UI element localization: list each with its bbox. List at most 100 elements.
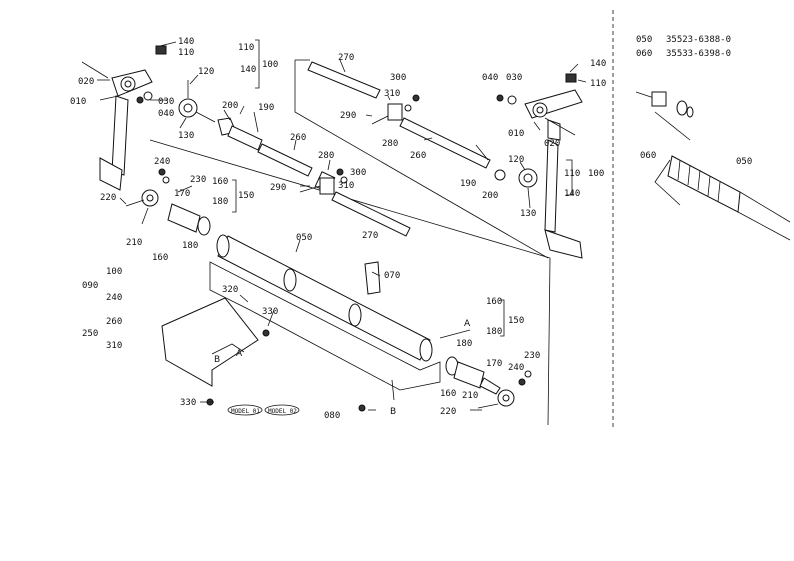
callout: 140: [590, 59, 606, 69]
washer-310-upper: [404, 104, 412, 112]
callout: 270: [338, 53, 354, 63]
boot-160-left: [167, 203, 211, 236]
frame-line: [294, 60, 549, 259]
callout: 210: [126, 238, 142, 248]
callout: 120: [508, 155, 524, 165]
callout: 010: [70, 97, 86, 107]
nut-200-right: [494, 169, 506, 181]
bolt-330-upper: [262, 329, 270, 337]
nut-040-right: [496, 94, 504, 102]
callout: 280: [318, 151, 334, 161]
callout: 130: [520, 209, 536, 219]
callout: 330: [180, 398, 196, 408]
part-number: 35523-6388-0: [666, 35, 731, 45]
nut-110: [155, 45, 167, 55]
callout: 140: [240, 65, 256, 75]
callout: 030: [158, 97, 174, 107]
callout: 260: [106, 317, 122, 327]
callout: 210: [462, 391, 478, 401]
callout: 050: [736, 157, 752, 167]
steering-cylinder-050: [216, 234, 433, 362]
adjuster-sleeve-280-lower: [319, 177, 335, 195]
callout: 130: [178, 131, 194, 141]
boot-160-right: [445, 356, 485, 389]
callout: 070: [384, 271, 400, 281]
model-tag: MODEL 01: [231, 408, 260, 415]
frame-line: [149, 139, 551, 426]
callout: 320: [222, 285, 238, 295]
callout: 020: [544, 139, 560, 149]
callout: A: [464, 319, 471, 329]
callout: 220: [100, 193, 116, 203]
callout: 150: [238, 191, 254, 201]
steering-gear-060: [635, 91, 694, 118]
callout: 160: [212, 177, 228, 187]
part-ref: 060: [636, 49, 652, 59]
callout: 230: [524, 351, 540, 361]
callout: A: [236, 349, 243, 359]
callout: 040: [158, 109, 174, 119]
washer-230-left: [162, 176, 170, 184]
axle-bracket: [209, 261, 441, 391]
adjuster-sleeve-280-upper: [387, 103, 403, 121]
callout: 120: [198, 67, 214, 77]
callout: 280: [382, 139, 398, 149]
callout: 170: [486, 359, 502, 369]
callout: 110: [238, 43, 254, 53]
model-tags: MODEL 01 MODEL 02: [227, 404, 300, 416]
callout: 240: [508, 363, 524, 373]
callout: 260: [410, 151, 426, 161]
callout: 180: [486, 327, 502, 337]
callout: 290: [340, 111, 356, 121]
callout: 160: [152, 253, 168, 263]
tie-rod-upper-left: [217, 117, 336, 193]
callout-labels: 140 110 020 010 030 040 120 130 110 140 …: [70, 37, 752, 421]
callout: B: [390, 407, 396, 417]
rod-270-upper: [307, 61, 381, 99]
nut-110-right: [565, 73, 577, 83]
nut-240-left: [158, 168, 166, 176]
callout: 010: [508, 129, 524, 139]
callout: 160: [486, 297, 502, 307]
callout: 180: [212, 197, 228, 207]
callout: 110: [564, 169, 580, 179]
rod-270-lower: [331, 191, 411, 237]
group-brackets: [232, 39, 573, 337]
cover-320: [161, 297, 259, 387]
callout: 310: [106, 341, 122, 351]
steering-cylinder-050-variant: [667, 155, 791, 241]
u-bolt-070: [364, 261, 381, 295]
callout: 180: [182, 241, 198, 251]
callout: 100: [588, 169, 604, 179]
callout: 160: [440, 389, 456, 399]
callout: 300: [390, 73, 406, 83]
callout: 140: [564, 189, 580, 199]
callout: 190: [258, 103, 274, 113]
callout: 090: [82, 281, 98, 291]
callout: 110: [590, 79, 606, 89]
callout: 060: [640, 151, 656, 161]
callout: 050: [296, 233, 312, 243]
callout: 220: [440, 407, 456, 417]
callout: 300: [350, 168, 366, 178]
callout: 040: [482, 73, 498, 83]
rod-260-right: [399, 117, 491, 169]
bolt-220-right: [477, 403, 499, 409]
knuckle-right: [544, 139, 559, 233]
nut-300: [336, 168, 344, 176]
bolt-290-upper: [371, 115, 389, 125]
nut-080: [358, 404, 366, 412]
rod-170-right: [479, 377, 501, 395]
callout: 100: [262, 60, 278, 70]
nut-240-right: [518, 378, 526, 386]
tie-rod-end-lower-right: [497, 389, 515, 407]
callout: 260: [290, 133, 306, 143]
part-ref: 050: [636, 35, 652, 45]
washer-230-right: [524, 370, 532, 378]
callout: 080: [324, 411, 340, 421]
callout: 180: [456, 339, 472, 349]
pitman-arm-right: [524, 89, 583, 141]
part-number: 35533-6398-0: [666, 49, 731, 59]
